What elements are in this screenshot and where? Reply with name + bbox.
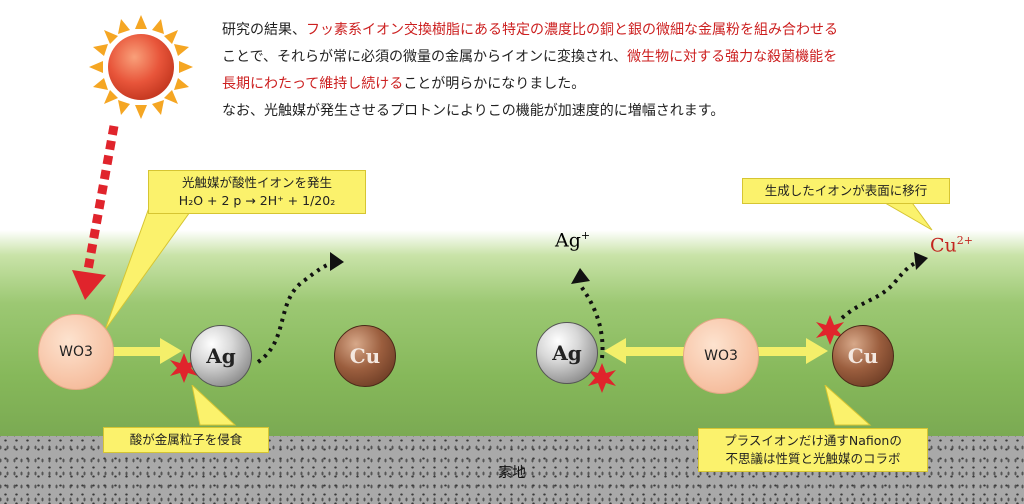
description-line-1: 研究の結果、フッ素系イオン交換樹脂にある特定の濃度比の銅と銀の微細な金属粉を組み… — [222, 22, 838, 38]
photocatalyst-callout-title: 光触媒が酸性イオンを発生 — [181, 175, 332, 190]
reaction-burst-cu-right — [816, 315, 844, 345]
photocatalyst-callout-formula: H₂O + 2 p → 2H⁺ + 1/20₂ — [178, 193, 336, 208]
reaction-burst-ag-left — [170, 353, 198, 383]
nafion-callout: プラスイオンだけ通すNafionの 不思議は性質と光触媒のコラボ — [698, 428, 928, 472]
silver-particle-right: Ag — [536, 322, 598, 384]
nafion-callout-pointer — [824, 385, 872, 426]
wo3-photocatalyst-right: WO3 — [683, 318, 759, 394]
nafion-callout-line-2: 不思議は性質と光触媒のコラボ — [725, 451, 901, 466]
migrate-callout-pointer — [878, 200, 933, 231]
reaction-burst-ag-right — [588, 363, 616, 393]
substrate-label: 素地 — [498, 465, 526, 481]
silver-ion-label: Ag+ — [555, 229, 591, 252]
migrate-callout: 生成したイオンが表面に移行 — [742, 178, 950, 204]
nafion-callout-line-1: プラスイオンだけ通すNafionの — [724, 433, 902, 448]
corrode-callout: 酸が金属粒子を侵食 — [103, 427, 269, 453]
silver-particle-left: Ag — [190, 325, 252, 387]
ion-path-cu — [840, 260, 919, 320]
wo3-photocatalyst-left: WO3 — [38, 314, 114, 390]
ion-path-ag — [578, 283, 605, 359]
description-line-3: 長期にわたって維持し続けることが明らかになりました。 — [222, 76, 586, 92]
sun-icon — [89, 15, 193, 119]
description-line-2: ことで、それらが常に必須の微量の金属からイオンに変換され、微生物に対する強力な殺… — [222, 49, 838, 65]
arrow-wo3-to-ag-left — [112, 347, 164, 356]
arrow-wo3-to-ag-right — [622, 347, 684, 356]
ion-path-left — [256, 260, 336, 364]
corrode-callout-pointer — [191, 385, 237, 426]
copper-ion-label: Cu2+ — [930, 234, 973, 257]
copper-particle-left: Cu — [334, 325, 396, 387]
copper-particle-right: Cu — [832, 325, 894, 387]
sunlight-arrow — [72, 125, 119, 300]
description-line-4: なお、光触媒が発生させるプロトンによりこの機能が加速度的に増幅されます。 — [222, 103, 725, 119]
photocatalyst-callout: 光触媒が酸性イオンを発生 H₂O + 2 p → 2H⁺ + 1/20₂ — [148, 170, 366, 214]
photocatalyst-callout-pointer — [104, 205, 196, 331]
arrow-wo3-to-cu-right — [756, 347, 810, 356]
